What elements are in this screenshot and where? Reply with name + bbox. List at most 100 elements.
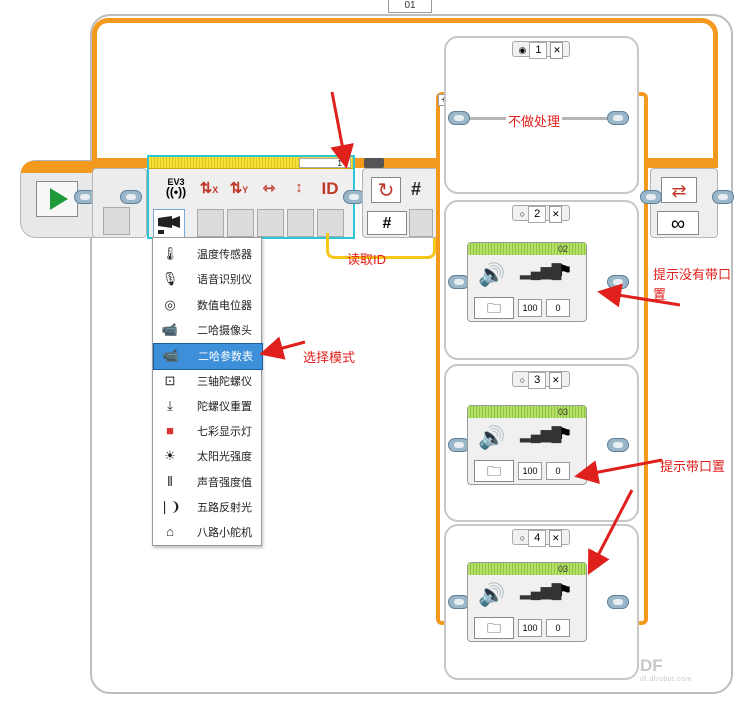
camera-icon: 📹 <box>162 348 180 364</box>
x-rotate-icon[interactable]: ⇅X <box>199 180 219 197</box>
menu-item[interactable]: ⌂八路小舵机 <box>153 520 261 545</box>
case-4-header[interactable]: ○ 4 ✕ <box>512 529 570 547</box>
switch-icon[interactable]: ↻ <box>371 177 401 203</box>
arrow-to-case-4 <box>587 489 634 575</box>
loop-start <box>92 168 147 238</box>
menu-item[interactable]: ☀太阳光强度 <box>153 444 261 469</box>
sequence-wire <box>355 158 440 168</box>
remove-case-icon[interactable]: ✕ <box>549 206 563 223</box>
sequence-plug <box>120 190 142 204</box>
menu-item[interactable]: ◎数值电位器 <box>153 293 261 318</box>
case-radio[interactable]: ○ <box>519 533 526 543</box>
sound-level-icon: ⦀ <box>167 473 173 489</box>
menu-item-label: 二哈参数表 <box>198 351 253 364</box>
volume-value[interactable]: 100 <box>518 462 542 480</box>
data-wire <box>326 233 436 259</box>
no-action-label: 不做处理 <box>506 111 563 130</box>
menu-item[interactable]: 📹 二哈参数表 <box>153 343 263 371</box>
mode-value[interactable]: 0 <box>546 462 570 480</box>
switch-mode-button[interactable]: # <box>367 211 407 235</box>
file-open-button[interactable]: 🗀 <box>474 297 514 319</box>
ev3-label: EV3 <box>167 177 185 187</box>
hint-no-port-line1: 提示没有带口 <box>653 267 732 282</box>
mode-value[interactable]: 0 <box>546 299 570 317</box>
case-number: 2 <box>528 206 547 223</box>
select-mode-annotation: 选择模式 <box>303 350 356 365</box>
finish-flag-icon: ⚑ <box>558 583 573 600</box>
loop-input-slot <box>103 207 130 235</box>
switch-input-slot[interactable] <box>409 209 433 237</box>
loop-interrupt-icon[interactable]: ⇄ <box>661 177 697 203</box>
mode-value[interactable]: 0 <box>546 619 570 637</box>
case-2-header[interactable]: ○ 2 ✕ <box>512 205 570 223</box>
menu-item[interactable]: ■ 七彩显示灯 <box>153 419 261 444</box>
y-rotate-icon[interactable]: ⇅Y <box>229 180 249 197</box>
ev3-sensor-icon[interactable]: EV3((•)) <box>165 177 187 199</box>
case-1-header[interactable]: ◉ 1 ✕ <box>512 41 570 59</box>
hint-no-port-line2: 置 <box>653 287 667 302</box>
start-block[interactable] <box>20 160 100 238</box>
arrow-to-selected-mode <box>259 336 306 360</box>
arrow-to-case-2 <box>597 283 681 308</box>
menu-item[interactable]: ⊡ 三轴陀螺仪 <box>153 369 261 394</box>
mode-dropdown-menu[interactable]: 🌡温度传感器🎙语音识别仪◎数值电位器📹二哈摄像头📹二哈参数表⊡三轴陀螺仪⤓陀螺仪… <box>152 237 263 546</box>
menu-item[interactable]: ⦀ 声音强度值 <box>153 470 261 495</box>
speaker-icon: 🔊 <box>478 582 506 607</box>
case-plug-out <box>607 111 629 125</box>
file-open-button[interactable]: 🗀 <box>474 460 514 482</box>
horizontal-arrows-icon[interactable]: ⇿ <box>262 180 276 197</box>
remove-case-icon[interactable]: ✕ <box>550 42 564 59</box>
param-slot-2[interactable] <box>227 209 254 237</box>
mode-selector[interactable] <box>153 209 185 239</box>
case-number: 4 <box>528 530 547 547</box>
case-radio[interactable]: ○ <box>519 375 526 385</box>
case-3-header[interactable]: ○ 3 ✕ <box>512 371 570 389</box>
switch-hash-label: # <box>411 179 422 199</box>
volume-value[interactable]: 100 <box>518 619 542 637</box>
file-open-button[interactable]: 🗀 <box>474 617 514 639</box>
watermark: DF df.dfrobot.com <box>640 656 740 692</box>
menu-item[interactable]: ⤓陀螺仪重置 <box>153 394 261 419</box>
switch-tab <box>364 158 384 168</box>
menu-item[interactable]: 📹二哈摄像头 <box>153 318 261 343</box>
id-icon[interactable]: ID <box>321 179 339 198</box>
param-slot-4[interactable] <box>287 209 314 237</box>
menu-item[interactable]: 🎙语音识别仪 <box>153 267 261 292</box>
watermark-sub: df.dfrobot.com <box>640 676 692 683</box>
loop-count-button[interactable]: ∞ <box>657 211 699 235</box>
case-number: 1 <box>529 42 548 59</box>
param-slot-1[interactable] <box>197 209 224 237</box>
menu-item-label: 七彩显示灯 <box>197 426 252 439</box>
remove-case-icon[interactable]: ✕ <box>549 530 563 547</box>
volume-value[interactable]: 100 <box>518 299 542 317</box>
loop-orange-wire <box>92 18 718 168</box>
menu-item[interactable]: ❘❩五路反射光 <box>153 495 261 520</box>
menu-item-label: 语音识别仪 <box>197 274 252 287</box>
thermometer-icon: 🌡 <box>161 246 179 261</box>
volume-bars-icon: ▂▄▆█ <box>520 583 562 599</box>
read-id-annotation: 读取ID <box>347 252 387 267</box>
rgb-light-icon: ■ <box>166 423 174 439</box>
gyro-icon: ⊡ <box>164 372 176 388</box>
sound-block[interactable]: 03 🔊 ▂▄▆█ ⚑ 🗀 100 0 <box>467 405 587 485</box>
menu-item-label: 三轴陀螺仪 <box>197 375 252 388</box>
sound-block-header: 03 <box>468 563 586 575</box>
case-radio[interactable]: ○ <box>519 209 526 219</box>
sun-icon: ☀ <box>164 448 176 464</box>
arrow-to-id <box>330 91 354 169</box>
menu-item-label: 八路小舵机 <box>197 527 252 540</box>
sound-block[interactable]: 03 🔊 ▂▄▆█ ⚑ 🗀 100 0 <box>467 562 587 642</box>
play-triangle-icon[interactable] <box>36 181 78 217</box>
param-slot-3[interactable] <box>257 209 284 237</box>
id-output-slot[interactable] <box>317 209 344 237</box>
default-case-radio[interactable]: ◉ <box>518 45 527 55</box>
switch-block[interactable]: ↻ # # <box>362 168 438 238</box>
menu-item[interactable]: 🌡温度传感器 <box>153 242 261 267</box>
remove-case-icon[interactable]: ✕ <box>549 372 563 389</box>
vertical-arrows-icon[interactable]: ↕ <box>295 179 303 196</box>
menu-item-label: 声音强度值 <box>197 476 252 489</box>
camera-icon: 📹 <box>161 321 179 337</box>
sound-block[interactable]: 02 🔊 ▂▄▆█ ⚑ 🗀 100 0 <box>467 242 587 322</box>
case-number: 3 <box>528 372 547 389</box>
